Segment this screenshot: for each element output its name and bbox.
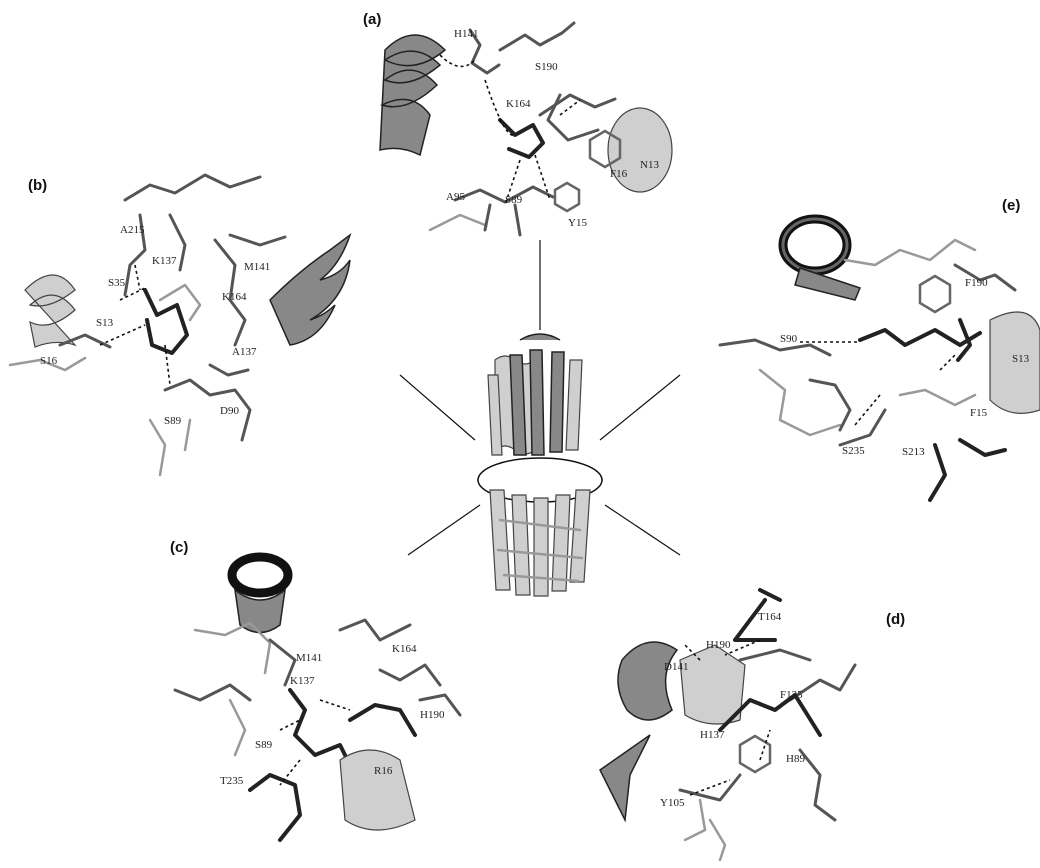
panel-a: (a) H141 S190 K164 F16 N13 A95 S89 Y15 bbox=[363, 11, 672, 235]
panel-a-letter: (a) bbox=[363, 11, 381, 28]
residue-label-d-5: H89 bbox=[786, 753, 805, 765]
panel-d-helix-left bbox=[618, 642, 677, 720]
connector-line-d bbox=[605, 505, 680, 555]
residue-label-d-6: Y105 bbox=[660, 797, 685, 809]
panel-d-sheet bbox=[600, 735, 650, 820]
residue-label-e-2: S13 bbox=[1012, 353, 1030, 365]
panel-e: (e) F190 S90 S13 F15 S235 S213 bbox=[720, 197, 1040, 500]
residue-label-e-0: F190 bbox=[965, 277, 988, 289]
residue-label-b-2: M141 bbox=[244, 261, 270, 273]
residue-label-e-3: F15 bbox=[970, 407, 988, 419]
lower-domain bbox=[490, 490, 590, 596]
residue-label-b-0: A215 bbox=[120, 224, 145, 236]
residue-label-c-5: R16 bbox=[374, 765, 393, 777]
residue-label-d-3: F135 bbox=[780, 689, 803, 701]
central-protein-structure bbox=[400, 240, 680, 596]
panel-b-letter: (b) bbox=[28, 177, 47, 194]
residue-label-d-1: H190 bbox=[706, 639, 731, 651]
panel-b: (b) A215 K137 M141 S35 K164 S13 A137 S16… bbox=[10, 175, 350, 475]
residue-label-c-3: H190 bbox=[420, 709, 445, 721]
residue-label-a-7: Y15 bbox=[568, 217, 587, 229]
connector-line-c bbox=[408, 505, 480, 555]
helix-bundle bbox=[488, 334, 582, 455]
residue-label-b-9: D90 bbox=[220, 405, 239, 417]
residue-label-a-2: K164 bbox=[506, 98, 531, 110]
panel-b-helix-right bbox=[270, 235, 350, 345]
residue-label-d-0: T164 bbox=[758, 611, 782, 623]
panel-c-helix-top bbox=[232, 557, 288, 633]
residue-label-b-4: K164 bbox=[222, 291, 247, 303]
residue-label-b-8: S89 bbox=[164, 415, 182, 427]
residue-label-b-7: S16 bbox=[40, 355, 58, 367]
panel-c-helix-bottom bbox=[340, 750, 415, 830]
residue-label-d-4: H137 bbox=[700, 729, 725, 741]
residue-label-d-2: D141 bbox=[664, 661, 688, 673]
residue-label-b-1: K137 bbox=[152, 255, 177, 267]
residue-label-a-3: F16 bbox=[610, 168, 628, 180]
residue-label-c-6: T235 bbox=[220, 775, 244, 787]
residue-label-c-2: K137 bbox=[290, 675, 315, 687]
panel-d: (d) T164 H190 D141 F135 H137 H89 Y105 bbox=[600, 590, 905, 860]
residue-label-e-5: S213 bbox=[902, 446, 925, 458]
residue-label-c-1: K164 bbox=[392, 643, 417, 655]
residue-label-a-5: A95 bbox=[446, 191, 465, 203]
panel-a-helix bbox=[380, 35, 445, 155]
panel-e-letter: (e) bbox=[1002, 197, 1020, 214]
residue-label-b-6: A137 bbox=[232, 346, 257, 358]
residue-label-e-4: S235 bbox=[842, 445, 865, 457]
panel-c: (c) M141 K164 K137 H190 S89 R16 T235 bbox=[170, 539, 460, 840]
connector-line-b bbox=[400, 375, 475, 440]
panel-c-letter: (c) bbox=[170, 539, 188, 556]
residue-label-c-0: M141 bbox=[296, 652, 322, 664]
residue-label-b-3: S35 bbox=[108, 277, 126, 289]
residue-label-a-6: S89 bbox=[505, 194, 523, 206]
residue-label-b-5: S13 bbox=[96, 317, 114, 329]
connector-line-e bbox=[600, 375, 680, 440]
panel-b-helix-left bbox=[25, 275, 75, 347]
residue-label-e-1: S90 bbox=[780, 333, 798, 345]
residue-label-a-4: N13 bbox=[640, 159, 659, 171]
residue-label-c-4: S89 bbox=[255, 739, 273, 751]
panel-d-letter: (d) bbox=[886, 611, 905, 628]
residue-label-a-0: H141 bbox=[454, 28, 478, 40]
residue-label-a-1: S190 bbox=[535, 61, 558, 73]
